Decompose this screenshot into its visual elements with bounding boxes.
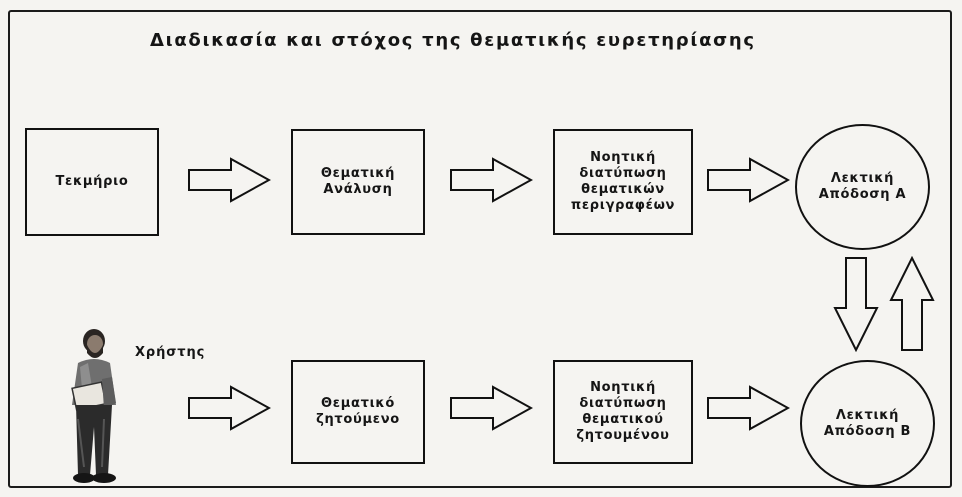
- arrow-right-icon: [187, 385, 271, 431]
- thematic-query-box: Θεματικό ζητούμενο: [291, 360, 425, 464]
- formulation-a-line-2: διατύπωση: [579, 166, 667, 181]
- verbal-rendering-b-ellipse: Λεκτική Απόδοση Β: [800, 360, 935, 487]
- document-box: Τεκμήριο: [25, 128, 159, 236]
- arrow-right-icon: [449, 157, 533, 203]
- arrow-up-icon: [889, 256, 935, 352]
- formulation-b-line-2: διατύπωση: [579, 396, 667, 411]
- diagram-frame: [8, 10, 952, 488]
- user-label: Χρήστης: [135, 345, 206, 360]
- arrow-right-icon: [706, 157, 790, 203]
- analysis-line-1: Θεματική: [320, 166, 396, 181]
- topic-line-1: Θεματικό: [321, 396, 395, 411]
- arrow-right-icon: [187, 157, 271, 203]
- formulation-b-line-3: θεματικού: [582, 412, 664, 427]
- formulation-b-line-1: Νοητική: [590, 380, 656, 395]
- formulation-a-line-4: περιγραφέων: [570, 198, 676, 213]
- arrow-down-icon: [833, 256, 879, 352]
- descriptor-formulation-box: Νοητική διατύπωση θεματικών περιγραφέων: [553, 129, 693, 235]
- arrow-right-icon: [706, 385, 790, 431]
- formulation-a-line-1: Νοητική: [590, 150, 656, 165]
- verbal-a-line-2: Απόδοση: [818, 187, 891, 202]
- verbal-b-line-1: Λεκτική: [835, 407, 900, 423]
- diagram-title: Διαδικασία και στόχος της θεματικής ευρε…: [150, 30, 756, 51]
- document-label: Τεκμήριο: [55, 174, 129, 189]
- verbal-b-line-3: Β: [900, 423, 912, 439]
- user-person-icon: [58, 327, 128, 491]
- topic-line-2: ζητούμενο: [316, 412, 400, 427]
- analysis-line-2: Ανάλυση: [323, 182, 393, 197]
- verbal-b-line-2: Απόδοση: [823, 423, 896, 439]
- verbal-a-line-3: Α: [895, 187, 907, 202]
- query-formulation-box: Νοητική διατύπωση θεματικού ζητουμένου: [553, 360, 693, 464]
- thematic-analysis-box: Θεματική Ανάλυση: [291, 129, 425, 235]
- formulation-b-line-4: ζητουμένου: [576, 428, 670, 443]
- verbal-a-line-1: Λεκτική: [830, 171, 895, 186]
- formulation-a-line-3: θεματικών: [581, 182, 665, 197]
- verbal-rendering-a-ellipse: Λεκτική Απόδοση Α: [795, 124, 930, 250]
- arrow-right-icon: [449, 385, 533, 431]
